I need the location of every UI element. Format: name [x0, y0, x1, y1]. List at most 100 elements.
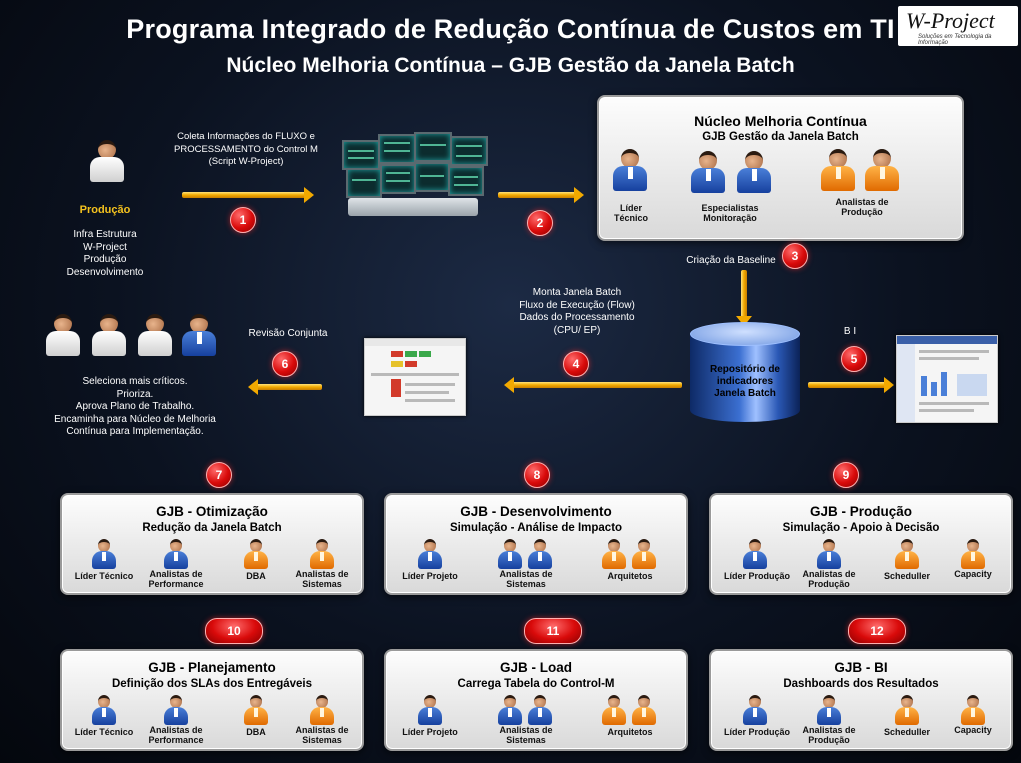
panel-load-title: GJB - Load — [499, 660, 572, 675]
nucleo-subtitle: GJB Gestão da Janela Batch — [702, 131, 859, 143]
step4-text: Monta Janela Batch Fluxo de Execução (Fl… — [519, 287, 635, 336]
analista-sistemas-icon-2 — [528, 539, 552, 569]
role-lider-producao: Líder Produção — [723, 727, 790, 737]
step-badge-7: 7 — [206, 462, 232, 488]
dba-icon — [244, 539, 268, 569]
role-lider-tecnico: Líder Técnico — [74, 571, 134, 581]
role-dba: DBA — [246, 727, 266, 737]
step-badge-4: 4 — [563, 351, 589, 377]
producao-label: Produção — [79, 204, 131, 216]
step-badge-8: 8 — [524, 462, 550, 488]
panel-otimizacao: GJB - Otimização Redução da Janela Batch… — [60, 493, 364, 595]
arrow-step6 — [248, 379, 322, 395]
step-badge-9: 9 — [833, 462, 859, 488]
arrow-step3 — [736, 270, 752, 326]
review-person-icon-1 — [46, 314, 80, 356]
panel-otimizacao-subtitle: Redução da Janela Batch — [142, 522, 282, 534]
analista-sistemas-icon — [310, 695, 334, 725]
step-badge-10: 10 — [205, 618, 263, 644]
panel-desenvolvimento-title: GJB - Desenvolvimento — [460, 504, 612, 519]
control-room-monitors-image — [338, 128, 488, 226]
review-items: Seleciona mais críticos. Prioriza. Aprov… — [54, 376, 216, 437]
lider-person-icon — [613, 149, 647, 191]
lider-tecnico-icon — [92, 539, 116, 569]
especialista-person-icon-2 — [737, 151, 771, 193]
capacity-icon — [961, 695, 985, 725]
review-person-icon-2 — [92, 314, 126, 356]
lider-projeto-icon — [418, 695, 442, 725]
role-lider-tecnico: Líder Técnico — [74, 727, 134, 737]
step-badge-6: 6 — [272, 351, 298, 377]
scheduller-icon — [895, 539, 919, 569]
panel-desenvolvimento: GJB - Desenvolvimento Simulação - Anális… — [384, 493, 688, 595]
role-capacity: Capacity — [954, 569, 992, 579]
bi-dashboard-thumbnail — [896, 335, 998, 423]
arrow-step4 — [504, 377, 682, 393]
lider-tecnico-icon — [92, 695, 116, 725]
nucleo-title: Núcleo Melhoria Contínua — [694, 113, 867, 129]
arrow-step1 — [182, 187, 314, 203]
nucleo-melhoria-panel: Núcleo Melhoria Contínua GJB Gestão da J… — [597, 95, 964, 241]
lider-producao-icon — [743, 695, 767, 725]
analista-sistemas-icon-2 — [528, 695, 552, 725]
capacity-icon — [961, 539, 985, 569]
arquiteto-icon-1 — [602, 539, 626, 569]
analista-producao-person-icon-1 — [821, 149, 855, 191]
role-capacity: Capacity — [954, 725, 992, 735]
analista-sistemas-icon-1 — [498, 695, 522, 725]
role-scheduller: Scheduller — [883, 727, 930, 737]
dba-icon — [244, 695, 268, 725]
bi-text: B I — [843, 326, 857, 337]
panel-bi-subtitle: Dashboards dos Resultados — [783, 678, 939, 690]
role-lider-projeto: Líder Projeto — [402, 571, 458, 581]
step-badge-11: 11 — [524, 618, 582, 644]
panel-bi-title: GJB - BI — [834, 660, 888, 675]
arquiteto-icon-2 — [632, 539, 656, 569]
analista-performance-icon — [164, 695, 188, 725]
role-scheduller: Scheduller — [883, 571, 930, 581]
page-title: Programa Integrado de Redução Contínua d… — [126, 14, 895, 44]
panel-load-subtitle: Carrega Tabela do Control-M — [457, 678, 615, 690]
analista-producao-person-icon-2 — [865, 149, 899, 191]
arquiteto-icon-2 — [632, 695, 656, 725]
especialista-person-icon-1 — [691, 151, 725, 193]
role-arquitetos: Arquitetos — [607, 727, 653, 737]
step-badge-1: 1 — [230, 207, 256, 233]
panel-producao-subtitle: Simulação - Apoio à Decisão — [782, 522, 940, 534]
lider-projeto-icon — [418, 539, 442, 569]
role-lider-projeto: Líder Projeto — [402, 727, 458, 737]
review-person-icon-3 — [138, 314, 172, 356]
panel-planejamento: GJB - Planejamento Definição dos SLAs do… — [60, 649, 364, 751]
step1-text: Coleta Informações do FLUXO e PROCESSAME… — [174, 131, 318, 167]
role-dba: DBA — [246, 571, 266, 581]
logo-text: W-Project — [906, 8, 995, 33]
arrow-step5 — [808, 377, 894, 393]
step-badge-3: 3 — [782, 243, 808, 269]
analista-sistemas-icon-1 — [498, 539, 522, 569]
analista-producao-icon — [817, 539, 841, 569]
w-project-logo: W-Project Soluções em Tecnologia da Info… — [898, 6, 1018, 46]
analista-sistemas-icon — [310, 539, 334, 569]
producao-items: Infra Estrutura W-Project Produção Desen… — [66, 229, 144, 278]
panel-bi: GJB - BI Dashboards dos Resultados Líder… — [709, 649, 1013, 751]
analista-performance-icon — [164, 539, 188, 569]
arquiteto-icon-1 — [602, 695, 626, 725]
report-thumbnail — [364, 338, 466, 416]
panel-planejamento-title: GJB - Planejamento — [148, 660, 276, 675]
revisao-text: Revisão Conjunta — [248, 328, 328, 339]
arrow-step2 — [498, 187, 584, 203]
panel-load: GJB - Load Carrega Tabela do Control-M L… — [384, 649, 688, 751]
step-badge-5: 5 — [841, 346, 867, 372]
